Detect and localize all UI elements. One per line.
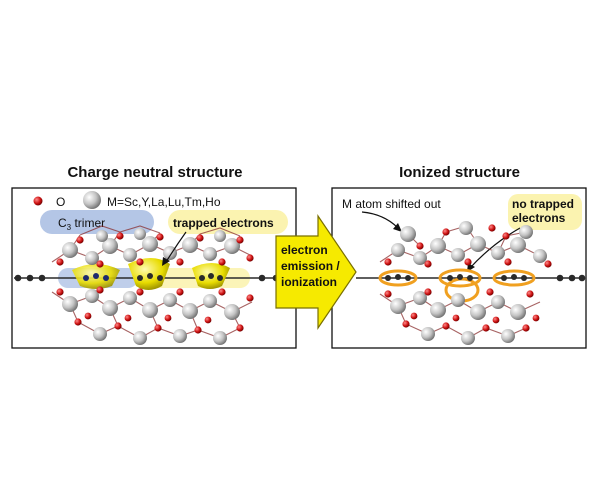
right-metal-atoms	[390, 221, 547, 345]
arrow-label-line1: electron	[281, 243, 328, 257]
metal-legend-label: M=Sc,Y,La,Lu,Tm,Ho	[107, 195, 221, 209]
shift-pointer-head	[393, 223, 402, 232]
ionization-arrow	[275, 214, 357, 330]
left-metal-atoms	[62, 228, 240, 345]
no-trapped-line1: no trapped	[512, 197, 574, 211]
trapped-pointer-head	[162, 257, 170, 266]
no-trapped-pointer-arrow	[469, 227, 521, 269]
c3-trimer-label: C3 trimer	[58, 216, 105, 232]
no-trapped-highlight	[508, 194, 582, 230]
c3-highlight-pill	[40, 210, 154, 234]
shift-label: M atom shifted out	[342, 197, 441, 211]
right-oxygen-atoms	[384, 224, 552, 332]
no-trapped-line2: electrons	[512, 211, 566, 225]
trapped-pointer-arrow	[165, 231, 187, 263]
shift-pointer-arrow	[361, 211, 399, 229]
right-panel-title: Ionized structure	[399, 164, 520, 181]
right-carbon-atoms	[556, 274, 586, 282]
arrow-label-line3: ionization	[281, 275, 337, 289]
right-trimer-atoms	[385, 274, 527, 281]
oxygen-legend-dot	[33, 196, 43, 206]
c3-label-main: C	[58, 216, 67, 230]
c3-label-rest: trimer	[71, 216, 105, 230]
oxygen-legend-label: O	[56, 195, 65, 209]
trapped-electrons-label: trapped electrons	[173, 216, 274, 230]
left-panel-title: Charge neutral structure	[67, 164, 243, 181]
c3-label-sub: 3	[67, 223, 72, 232]
trapped-highlight-pill	[168, 210, 288, 234]
left-oxygen-atoms	[56, 232, 254, 334]
metal-legend-dot	[83, 191, 101, 209]
arrow-label-line2: emission /	[281, 259, 340, 273]
left-trimers	[72, 258, 230, 290]
